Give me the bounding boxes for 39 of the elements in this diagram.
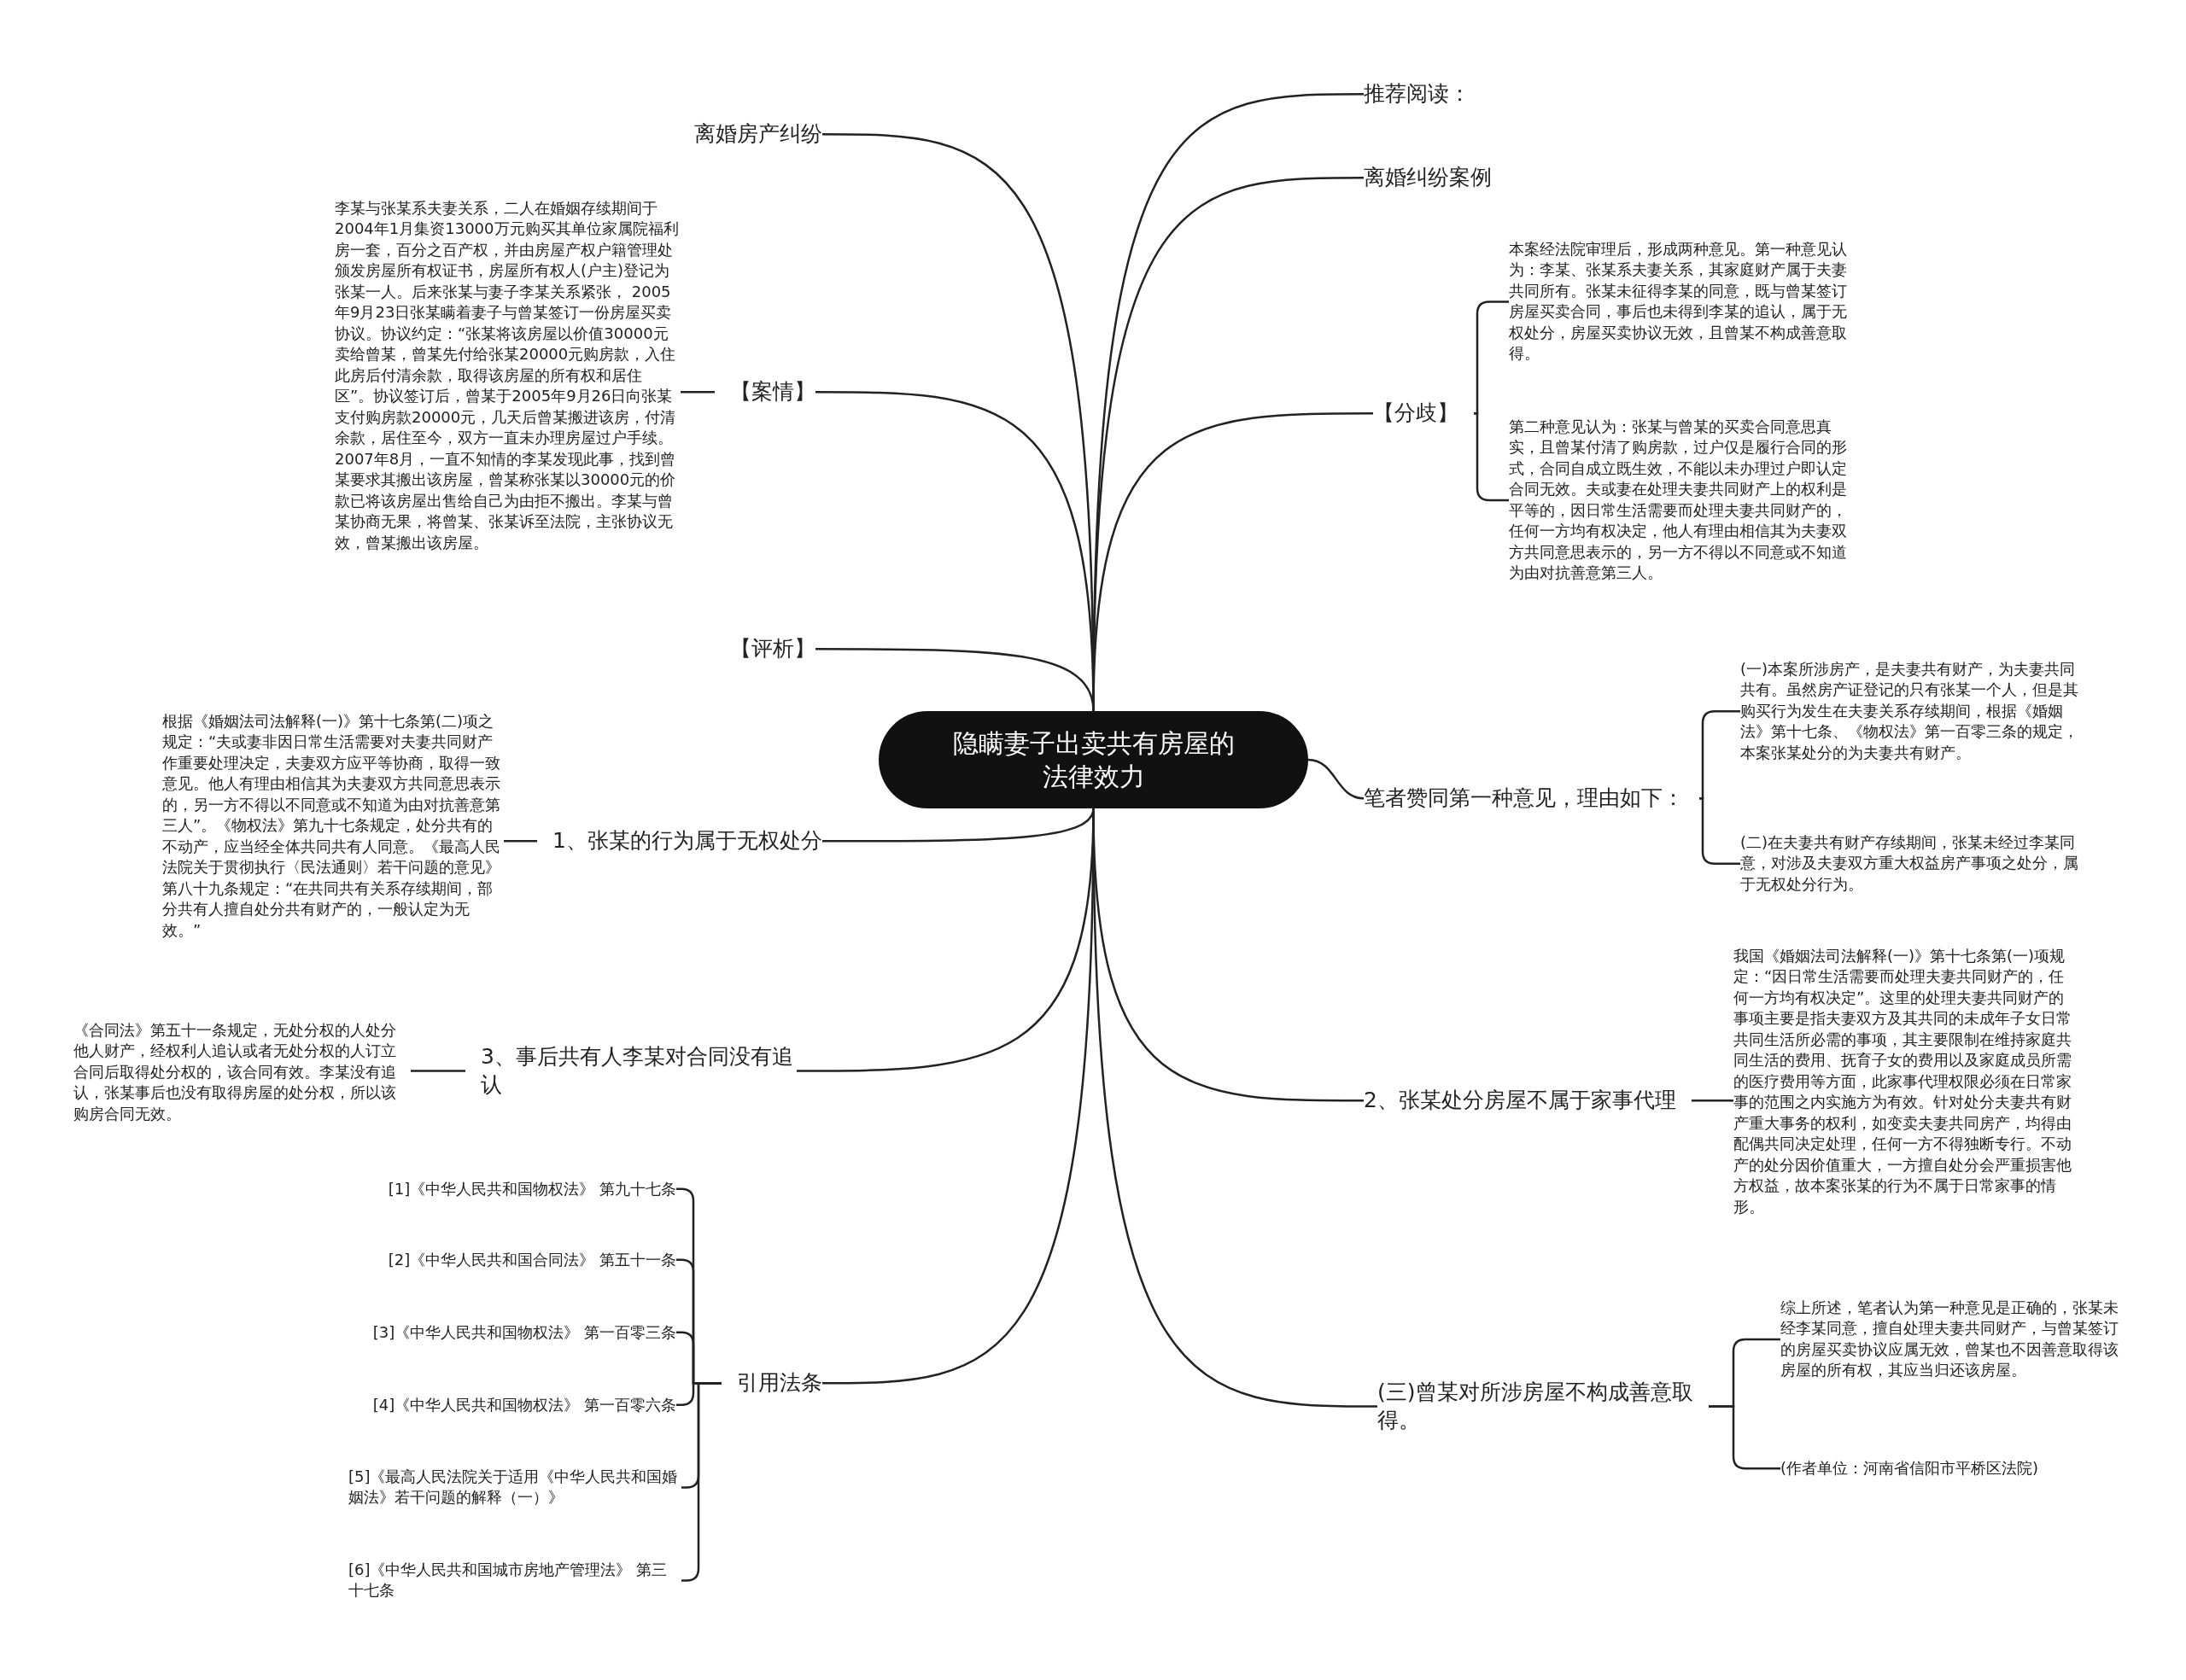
note-text: 本案经法院审理后，形成两种意见。第一种意见认为：李某、张某系夫妻关系，其家庭财产属于夫妻共同所有。张某未征得李某的同意，既与曾某签订房屋买卖合同，事后也未得到李某的追认，属于无权处分，房屋买卖协议无效，且曾某不构成善意取得。 <box>1509 239 1850 365</box>
connector <box>1709 1405 1780 1470</box>
note-text: 《合同法》第五十一条规定，无处分权的人处分他人财产，经权利人追认或者无处分权的人订立合同后取得处分权的，该合同有效。李某没有追认，张某事后也没有取得房屋的处分权，所以该购房合同无效。 <box>73 1020 411 1125</box>
connector <box>1691 1100 1733 1102</box>
citation-text: [2]《中华人民共和国合同法》 第五十一条 <box>388 1250 676 1270</box>
citation-text: [1]《中华人民共和国物权法》 第九十七条 <box>388 1179 676 1199</box>
branch-label: 笔者赞同第一种意见，理由如下： <box>1364 785 1684 813</box>
connector <box>1699 709 1740 800</box>
note-text: 根据《婚姻法司法解释(一)》第十七条第(二)项之规定：“夫或妻非因日常生活需要对夫妻共同财产作重要处理决定，夫妻双方应平等协商，取得一致意见。他人有理由相信其为夫妻双方共同意思表示的，另一方不得以不同意或不知道为由对抗善意第三人”。《物权法》第九十七条规定，处分共有的不动产，应当经全体共同共有人同意。《最高人民法院关于贯彻执行〈民法通则〉若干问题的意见》第八十九条规定：“在共同共有关系存续期间，部分共有人擅自处分共有财产的，一般认定为无效。” <box>162 711 504 942</box>
note-text: 我国《婚姻法司法解释(一)》第十七条第(一)项规定：“因日常生活需要而处理夫妻共同财产的，任何一方均有权决定”。这里的处理夫妻共同财产的事项主要是指夫妻双方及其共同的未成年子女日常共同生活所必需的事项，其主要限制在维持家庭共同生活的费用、抚育子女的费用以及家庭成员所需的医疗费用等方面，此家事代理权限必须在日常家事的范围之内实施方为有效。针对处分夫妻共有财产重大事务的权利，如变卖夫妻共同房产，均得由配偶共同决定处理，任何一方不得独断专行。不动产的处分因价值重大，一方擅自处分会严重损害他方权益，故本案张某的行为不属于日常家事的情形。 <box>1733 946 2075 1218</box>
connector <box>1474 412 1509 502</box>
branch-label: 离婚房产纠纷 <box>694 120 822 149</box>
note-text: 第二种意见认为：张某与曾某的买卖合同意思真实，且曾某付清了购房款，过户仅是履行合同的形式，合同自成立既生效，不能以未办理过户即认定合同无效。夫或妻在处理夫妻共同财产上的权利是平等的，因日常生活需要而处理夫妻共同财产的，任何一方均有权决定，他人有理由相信其为夫妻双方共同意思表示的，另一方不得以不同意或不知道为由对抗善意第三人。 <box>1509 417 1850 584</box>
topic-pill: 隐瞒妻子出卖共有房屋的法律效力 <box>879 711 1308 808</box>
branch-label: 【分歧】 <box>1373 400 1458 428</box>
note-text: [5]《最高人民法院关于适用《中华人民共和国婚姻法》若干问题的解释（一）》 <box>348 1467 681 1508</box>
connector <box>681 391 715 394</box>
branch-label: (三)曾某对所涉房屋不构成善意取得。 <box>1377 1379 1693 1434</box>
connector <box>504 840 538 843</box>
connector <box>1699 797 1740 865</box>
note-text: (作者单位：河南省信阳市平桥区法院) <box>1780 1458 2122 1479</box>
note-text: 综上所述，笔者认为第一种意见是正确的，张某未经李某同意，擅自处理夫妻共同财产，与曾某签订的房屋买卖协议应属无效，曾某也不因善意取得该房屋的所有权，其应当归还该房屋。 <box>1780 1298 2122 1381</box>
branch-label: 3、事后共有人李某对合同没有追认 <box>481 1043 797 1099</box>
branch-label: 离婚纠纷案例 <box>1364 164 1492 192</box>
connector <box>1307 758 1365 800</box>
branch-label: 2、张某处分房屋不属于家事代理 <box>1364 1087 1676 1115</box>
note-text: (一)本案所涉房产，是夫妻共有财产，为夫妻共同共有。虽然房产证登记的只有张某一个人，但是其购买行为发生在夫妻关系存续期间，根据《婚姻法》第十七条、《物权法》第一百零三条的规定，本案张某处分的为夫妻共有财产。 <box>1740 659 2082 764</box>
branch-label: 1、张某的行为属于无权处分 <box>552 827 822 855</box>
note-text: 李某与张某系夫妻关系，二人在婚姻存续期间于2004年1月集资13000万元购买其单位家属院福利房一套，百分之百产权，并由房屋产权户籍管理处颁发房屋所有权证书，房屋所有权人(户主)登记为张某一人。后来张某与妻子李某关系紧张， 2005年9月23日张某瞒着妻子与曾某签订一份房屋买卖协议。协议约定：“张某将该房屋以价值30000元卖给曾某，曾某先付给张某20000元购房款，入住此房后付清余款，取得该房屋的所有权和居住区”。协议签订后，曾某于2005年9月26日向张某支付购房款20000元，几天后曾某搬进该房，付清余款，居住至今，双方一直未办理房屋过户手续。2007年8月，一直不知情的李某发现此事，找到曾某要求其搬出该房屋，曾某称张某以30000元的价款已将该房屋出售给自己为由拒不搬出。李某与曾某协商无果，将曾某、张某诉至法院，主张协议无效，曾某搬出该房屋。 <box>335 198 681 553</box>
citation-text: [4]《中华人民共和国物权法》 第一百零六条 <box>372 1395 676 1415</box>
branch-label: 推荐阅读： <box>1364 80 1470 108</box>
note-text: (二)在夫妻共有财产存续期间，张某未经过李某同意，对涉及夫妻双方重大权益房产事项之处分，属于无权处分行为。 <box>1740 832 2082 895</box>
connector <box>1474 300 1509 415</box>
branch-label: 引用法条 <box>737 1369 822 1397</box>
branch-label: 【评析】 <box>730 635 815 663</box>
citation-text: [3]《中华人民共和国物权法》 第一百零三条 <box>372 1322 676 1343</box>
branch-label: 【案情】 <box>730 378 815 406</box>
connector <box>411 1070 465 1072</box>
note-text: [6]《中华人民共和国城市房地产管理法》 第三十七条 <box>348 1560 681 1601</box>
